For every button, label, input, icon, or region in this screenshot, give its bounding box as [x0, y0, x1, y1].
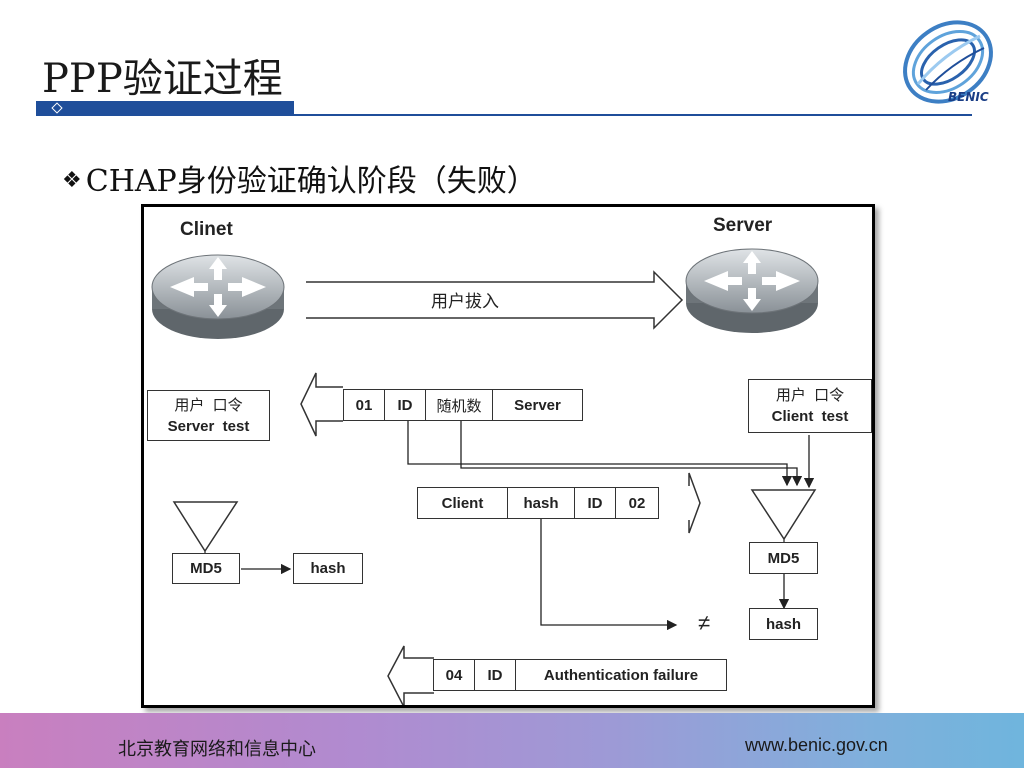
diagram-connectors — [172, 270, 817, 705]
chap-diagram: Clinet Server 用户拔入 用户 口令 Server test 用户 … — [141, 204, 875, 708]
client-router-icon — [151, 254, 285, 339]
response-hash: hash — [508, 488, 575, 518]
client-hash-box: hash — [293, 553, 363, 584]
bullet-item: ❖CHAP身份验证确认阶段（失败） — [62, 156, 537, 200]
server-hash-triangle — [750, 489, 817, 541]
diamond-marker-icon — [51, 102, 63, 114]
logo-text: BENIC — [948, 90, 989, 104]
failure-message: Authentication failure — [543, 666, 699, 684]
server-credentials-header: 用户 口令 — [775, 387, 845, 404]
client-hash-triangle — [172, 501, 239, 553]
client-credentials-header: 用户 口令 — [174, 396, 243, 414]
client-label: Clinet — [180, 219, 233, 240]
failure-arrow — [387, 645, 434, 705]
response-name: Client — [418, 488, 508, 518]
benic-logo — [903, 20, 993, 104]
response-code: 02 — [628, 494, 646, 512]
response-id: ID — [575, 488, 616, 518]
failure-id: ID — [475, 660, 516, 690]
server-label: Server — [713, 215, 773, 236]
failure-code: 04 — [434, 660, 475, 690]
client-md5-box: MD5 — [172, 553, 240, 584]
challenge-name: Server — [514, 396, 561, 414]
challenge-arrow — [300, 372, 343, 437]
challenge-random: 随机数 — [426, 390, 493, 420]
bullet-diamond-icon: ❖ — [62, 168, 82, 193]
footer-org: 北京教育网络和信息中心 — [118, 739, 316, 760]
dial-in-arrow — [306, 270, 684, 330]
bullet-text: CHAP身份验证确认阶段（失败） — [85, 164, 537, 199]
server-credentials-box: 用户 口令 Client test — [748, 379, 872, 433]
challenge-packet: 01 ID 随机数 Server — [343, 389, 583, 421]
client-credentials-box: 用户 口令 Server test — [147, 390, 270, 441]
not-equal-sign: ≠ — [698, 610, 711, 635]
failure-packet: 04 ID Authentication failure — [433, 659, 727, 691]
dial-in-label: 用户拔入 — [431, 292, 499, 312]
challenge-code: 01 — [344, 390, 385, 420]
response-packet: Client hash ID 02 — [417, 487, 659, 519]
footer-bar: 北京教育网络和信息中心 www.benic.gov.cn — [0, 713, 1024, 768]
client-credentials-value: Server test — [167, 417, 250, 435]
server-router-icon — [685, 248, 819, 333]
slide-title: PPP验证过程 — [42, 56, 283, 102]
server-md5-box: MD5 — [749, 542, 818, 574]
footer-url: www.benic.gov.cn — [745, 735, 888, 755]
title-underline — [36, 114, 972, 116]
server-credentials-value: Client test — [771, 408, 849, 425]
server-hash-box: hash — [749, 608, 818, 640]
title-accent-bar — [36, 101, 294, 114]
response-arrow — [688, 472, 701, 534]
challenge-id: ID — [385, 390, 426, 420]
